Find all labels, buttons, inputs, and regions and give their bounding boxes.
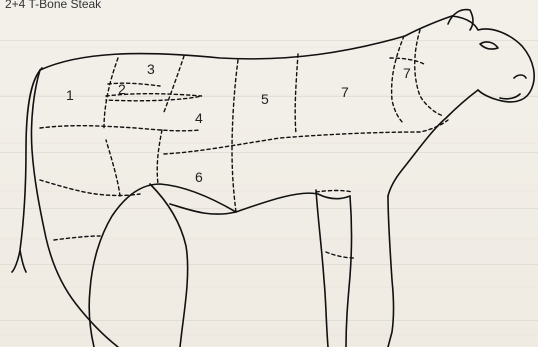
mouth-outline [500,94,520,99]
cut-number-5: 5 [261,91,269,107]
cut-number-1: 1 [66,87,74,103]
front-leg-outline [388,196,394,347]
cut-line [415,30,444,116]
cut-number-7-neck: 7 [403,65,411,81]
cut-number-4: 4 [195,110,203,126]
cow-belly-outline [170,193,350,214]
cut-line [295,54,298,134]
cut-line [106,140,120,196]
cut-number-2: 2 [118,81,126,97]
front-leg-inner-outline [346,196,352,347]
cow-back-outline [40,16,452,70]
cow-head-outline [452,16,534,102]
cow-neck-outline [388,90,478,196]
front-far-leg-outline [316,190,328,347]
cut-number-3: 3 [147,61,155,77]
cut-line [54,236,100,240]
cut-number-6: 6 [195,169,203,185]
cut-line [157,130,162,184]
cut-line [164,56,184,112]
nostril-outline [514,75,526,78]
tail-icon [12,68,42,272]
cut-line [164,120,448,154]
cut-line [40,126,200,131]
ear-icon [448,10,473,30]
cut-line [108,83,160,86]
cut-line [40,180,140,196]
hind-flank-outline [89,184,236,347]
cut-line [316,191,352,193]
cut-number-7: 7 [341,84,349,100]
cut-line [326,252,354,258]
cut-line [104,58,118,128]
cut-line [232,60,238,212]
eye-icon [480,42,498,49]
